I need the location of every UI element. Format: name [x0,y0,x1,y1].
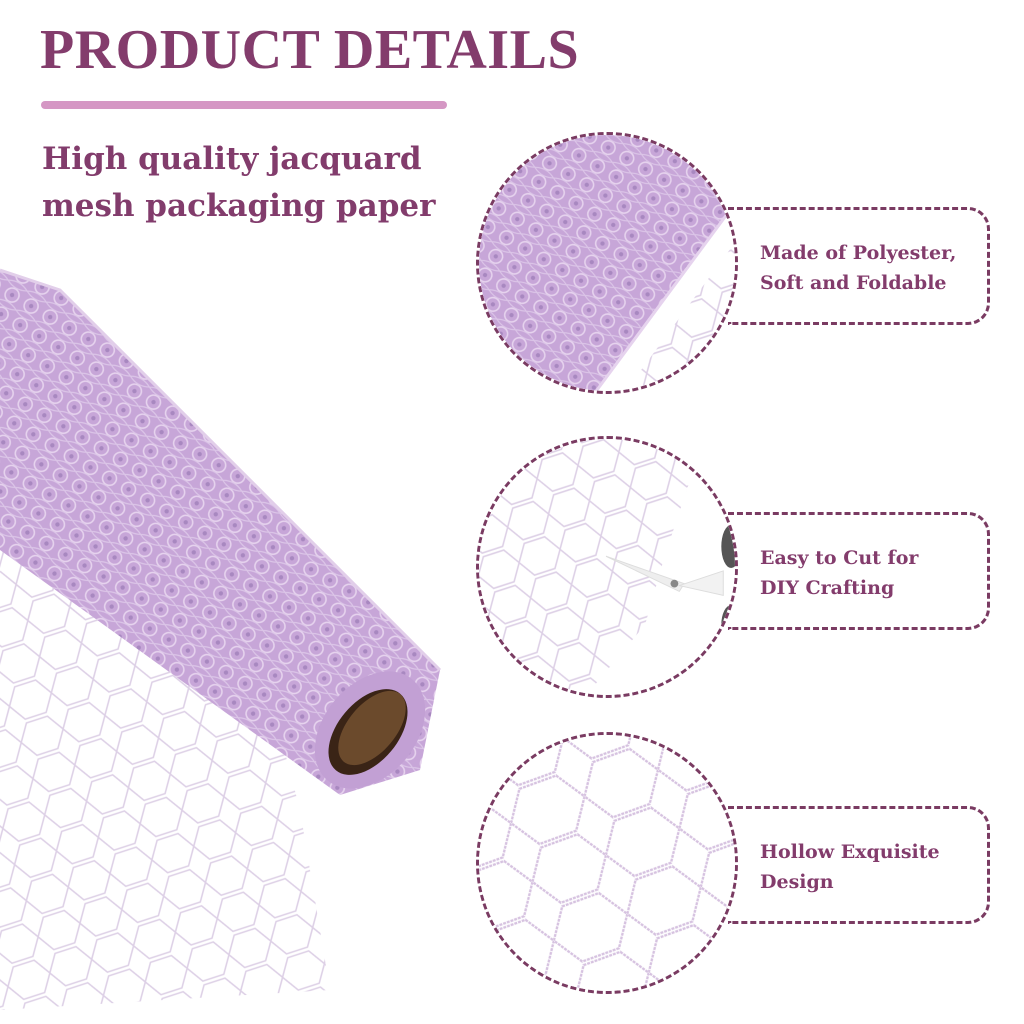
subtitle-line-1: High quality jacquard [42,141,422,177]
feature-text-polyester: Made of Polyester, Soft and Foldable [760,242,957,294]
feature-image-cut [476,436,738,698]
scissors-icon [605,524,735,645]
feature-callout-cut: Easy to Cut for DIY Crafting [728,512,990,630]
feature-callout-polyester: Made of Polyester, Soft and Foldable [728,207,990,325]
page-title: PRODUCT DETAILS [40,19,580,81]
feature-image-hollow [476,732,738,994]
title-underline [41,101,447,109]
feature-callout-hollow: Hollow Exquisite Design [728,806,990,924]
feature-image-polyester [476,132,738,394]
product-subtitle: High quality jacquard mesh packaging pap… [42,136,435,230]
feature-text-cut: Easy to Cut for DIY Crafting [760,547,919,599]
subtitle-line-2: mesh packaging paper [42,188,436,224]
mesh-roll-image [0,250,460,1010]
feature-text-hollow: Hollow Exquisite Design [760,841,940,893]
